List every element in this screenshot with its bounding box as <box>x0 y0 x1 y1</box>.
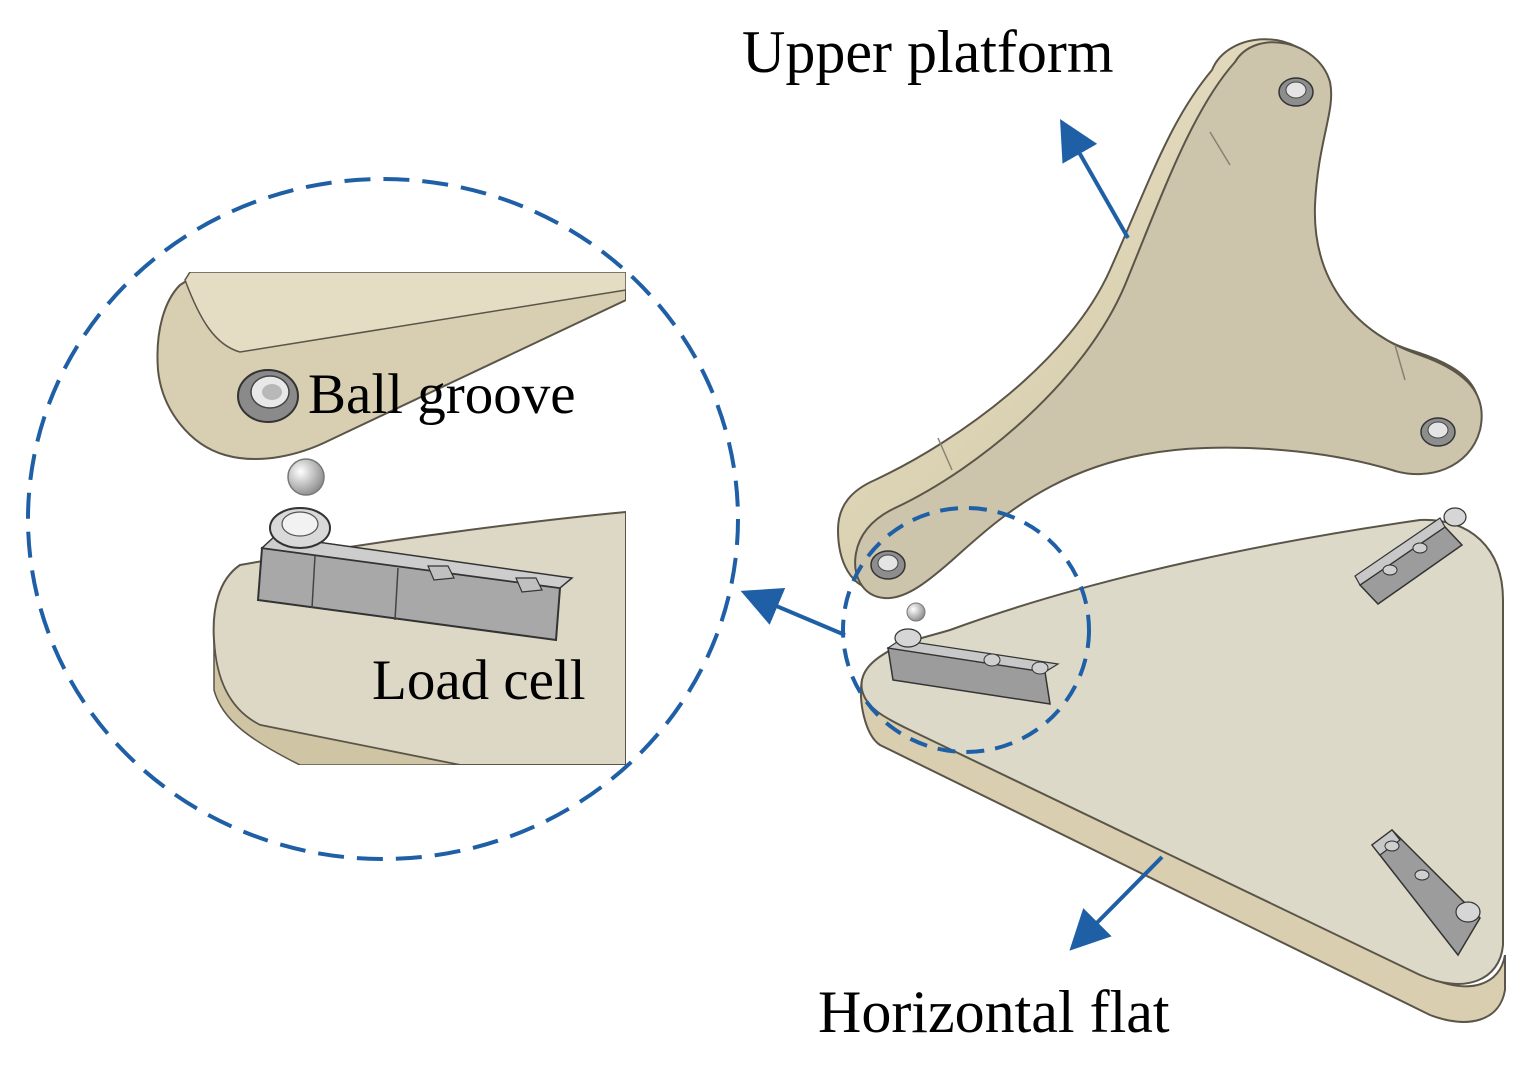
upper-platform <box>836 38 1483 600</box>
seam-line <box>1209 131 1231 166</box>
load-cell-icon <box>886 628 1060 705</box>
horizontal-flat <box>859 507 1506 1023</box>
arrow-horizontal-flat <box>1069 855 1164 951</box>
detail-highlight-circle <box>841 506 1091 754</box>
label-horizontal-flat: Horizontal flat <box>818 979 1170 1045</box>
load-cell-icon <box>1354 507 1467 605</box>
ball-groove-icon <box>870 550 906 580</box>
ball-groove-icon <box>1278 77 1314 107</box>
label-ball-groove: Ball groove <box>308 363 576 426</box>
seam-line <box>937 437 953 471</box>
horizontal-flat-face <box>860 518 1504 985</box>
load-cell-icon <box>256 507 574 642</box>
zoom-circle <box>26 177 740 861</box>
steel-ball-icon <box>287 458 325 496</box>
load-cell-icon <box>1370 829 1481 957</box>
label-load-cell: Load cell <box>372 649 586 712</box>
steel-ball-icon <box>906 602 926 622</box>
arrow-upper-platform <box>1060 119 1130 239</box>
inset-lower-plate-edge <box>213 639 461 765</box>
zoom-inset <box>150 272 626 765</box>
ball-groove-icon <box>1420 417 1456 447</box>
arrow-zoom <box>740 588 846 637</box>
ball-groove-icon <box>237 369 299 423</box>
seam-line <box>1394 344 1406 381</box>
label-upper-platform: Upper platform <box>742 19 1114 85</box>
upper-platform-face <box>854 41 1483 600</box>
inset-upper-arm-face <box>184 272 626 353</box>
